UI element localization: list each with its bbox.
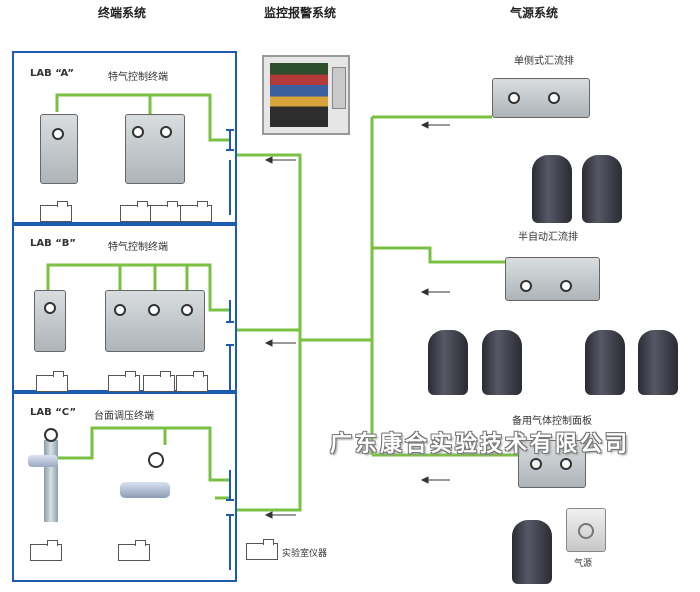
- pressure-gauge-icon: [132, 126, 144, 138]
- monitor-screen: [270, 63, 328, 127]
- bench-regulator-2: [120, 482, 170, 498]
- lab-a-terminal-panel-1: [40, 114, 78, 184]
- lab-c-label: LAB “C”: [30, 407, 77, 418]
- gas-cylinder: [512, 520, 552, 584]
- semi-auto-manifold-label: 半自动汇流排: [518, 232, 578, 243]
- gas-cylinder: [428, 330, 468, 395]
- lab-instrument-icon: [108, 371, 140, 392]
- gas-generator: [566, 508, 606, 552]
- pressure-gauge-icon: [160, 126, 172, 138]
- lab-instrument-icon: [143, 371, 175, 392]
- backup-panel-label: 备用气体控制面板: [512, 416, 592, 427]
- legend-instrument-label: 实验室仪器: [282, 549, 328, 559]
- pressure-gauge-icon: [181, 304, 193, 316]
- lab-a-terminal-type: 特气控制终端: [108, 72, 168, 83]
- lab-instrument-icon: [118, 540, 150, 561]
- single-manifold-label: 单侧式汇流排: [514, 56, 574, 67]
- semi-auto-manifold-panel: [505, 257, 600, 301]
- pressure-gauge-icon: [548, 92, 560, 104]
- pressure-gauge-icon: [560, 280, 572, 292]
- lab-a-label: LAB “A”: [30, 68, 74, 79]
- pressure-gauge-icon: [44, 302, 56, 314]
- single-manifold-panel: [492, 78, 590, 118]
- lab-instrument-icon: [120, 201, 152, 222]
- gas-cylinder: [585, 330, 625, 395]
- lab-c-box: [12, 392, 237, 582]
- gas-source-system-title: 气源系统: [510, 6, 559, 20]
- pressure-gauge-icon: [520, 280, 532, 292]
- gas-source-label: 气源: [574, 559, 593, 569]
- lab-a-box: [12, 51, 237, 224]
- bench-regulator-body: [28, 455, 58, 467]
- lab-instrument-icon: [30, 540, 62, 561]
- lab-b-label: LAB “B”: [30, 238, 76, 249]
- pressure-gauge-icon: [148, 304, 160, 316]
- main-trunk: [237, 153, 302, 512]
- bench-regulator-stand: [44, 440, 58, 522]
- lab-instrument-icon: [40, 201, 72, 222]
- lab-a-pipe: [55, 93, 230, 142]
- gas-cylinder: [482, 330, 522, 395]
- monitoring-alarm-panel: [262, 55, 350, 135]
- lab-b-terminal-panel-2: [105, 290, 205, 352]
- gas-cylinder: [638, 330, 678, 395]
- pressure-gauge-icon: [508, 92, 520, 104]
- lab-instrument-icon: [150, 201, 182, 222]
- pressure-gauge-icon: [52, 128, 64, 140]
- pressure-gauge-icon: [148, 452, 164, 468]
- lab-instrument-icon: [36, 371, 68, 392]
- monitor-keypad: [332, 67, 346, 109]
- lab-b-terminal-panel-1: [34, 290, 66, 352]
- lab-b-terminal-type: 特气控制终端: [108, 242, 168, 253]
- lab-c-pipe: [48, 426, 230, 482]
- backup-control-panel: [518, 440, 586, 488]
- pressure-gauge-icon: [44, 428, 58, 442]
- terminal-system-title: 终端系统: [98, 6, 147, 20]
- lab-b-pipe: [46, 263, 230, 312]
- pressure-gauge-icon: [560, 458, 572, 470]
- lab-instrument-icon: [176, 371, 208, 392]
- legend-instrument-icon: [246, 539, 278, 560]
- pressure-gauge-icon: [114, 304, 126, 316]
- company-watermark: 广东康合实验技术有限公司: [330, 432, 631, 457]
- gas-cylinder: [532, 155, 572, 223]
- pressure-gauge-icon: [530, 458, 542, 470]
- lab-c-terminal-type: 台面调压终端: [94, 411, 154, 422]
- lab-a-terminal-panel-2: [125, 114, 185, 184]
- lab-instrument-icon: [180, 201, 212, 222]
- monitor-system-title: 监控报警系统: [264, 6, 337, 20]
- gas-cylinder: [582, 155, 622, 223]
